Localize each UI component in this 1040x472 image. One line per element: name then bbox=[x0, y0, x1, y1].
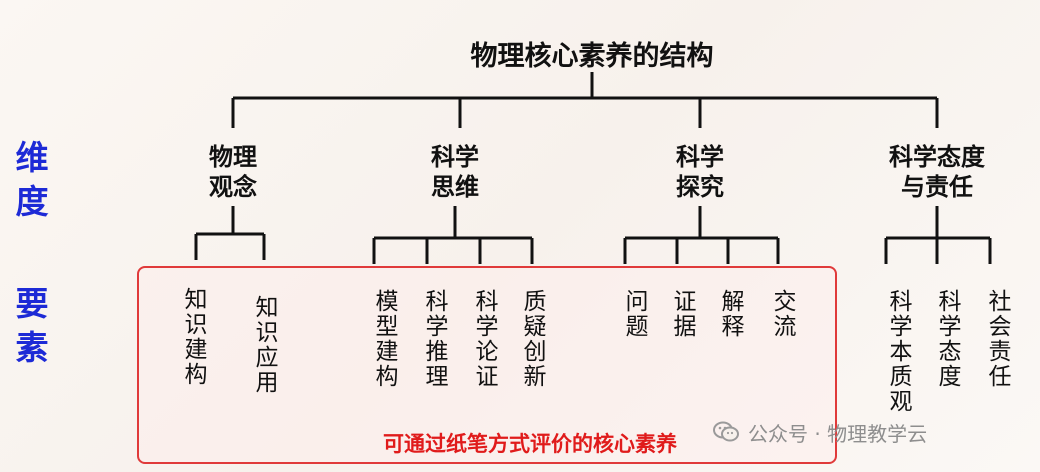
row-label-dimensions: 维 度 bbox=[15, 138, 49, 221]
paper-assessable-caption: 可通过纸笔方式评价的核心素养 bbox=[383, 432, 677, 456]
diagram-title: 物理核心素养的结构 bbox=[470, 41, 714, 72]
element-scientific-reasoning: 科 学 推 理 bbox=[425, 289, 449, 390]
element-knowledge-construction: 知 识 建 构 bbox=[184, 287, 208, 388]
element-scientific-attitude: 科 学 态 度 bbox=[938, 289, 962, 390]
element-communication: 交 流 bbox=[773, 289, 797, 340]
paper-assessable-box bbox=[137, 266, 837, 464]
wechat-icon bbox=[713, 421, 739, 442]
dimension-attitude-responsibility: 科学态度 与责任 bbox=[889, 143, 985, 201]
dimension-physics-concepts: 物理 观念 bbox=[209, 143, 257, 201]
watermark: 公众号 · 物理教学云 bbox=[712, 416, 927, 448]
dimension-scientific-inquiry: 科学 探究 bbox=[676, 143, 724, 201]
dimension-scientific-thinking: 科学 思维 bbox=[431, 143, 479, 201]
element-questioning-innovation: 质 疑 创 新 bbox=[523, 289, 547, 390]
element-scientific-argument: 科 学 论 证 bbox=[475, 289, 499, 390]
element-knowledge-application: 知 识 应 用 bbox=[255, 295, 279, 396]
row-label-elements: 要 素 bbox=[15, 284, 49, 367]
element-evidence: 证 据 bbox=[673, 289, 697, 340]
element-model-construction: 模 型 建 构 bbox=[375, 289, 399, 390]
element-question: 问 题 bbox=[625, 289, 649, 340]
element-nature-of-science: 科 学 本 质 观 bbox=[889, 289, 913, 415]
element-explanation: 解 释 bbox=[721, 289, 745, 340]
element-social-responsibility: 社 会 责 任 bbox=[988, 289, 1012, 390]
watermark-text: 公众号 · 物理教学云 bbox=[748, 421, 928, 446]
